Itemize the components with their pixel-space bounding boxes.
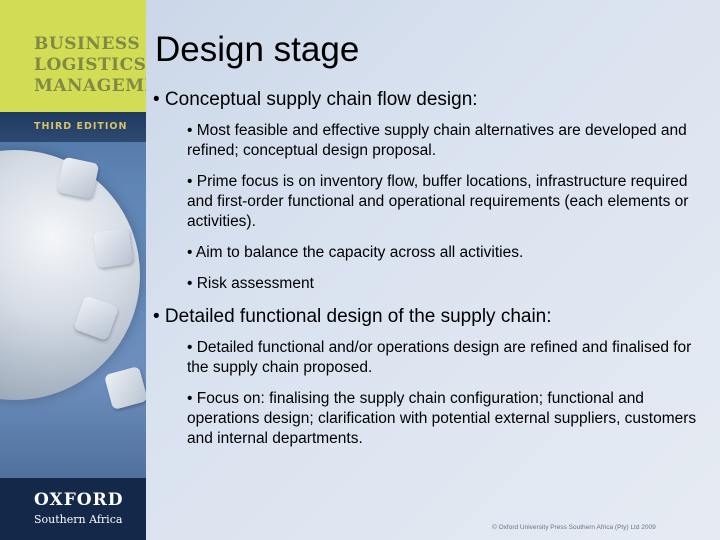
publisher-region: Southern Africa xyxy=(34,513,123,526)
puzzle-piece-image xyxy=(103,365,146,411)
sub-bullet: • Prime focus is on inventory flow, buff… xyxy=(187,173,689,230)
sub-bullet: • Focus on: finalising the supply chain … xyxy=(187,390,697,447)
book-title-line-2: LOGISTICS xyxy=(34,55,146,75)
book-title-line-3: MANAGEMENT xyxy=(34,76,146,96)
book-title-line-1: BUSINESS xyxy=(34,34,141,54)
slide-content: • Conceptual supply chain flow design: •… xyxy=(153,88,713,460)
sub-bullet: • Most feasible and effective supply cha… xyxy=(187,122,687,159)
bullet-conceptual-design: • Conceptual supply chain flow design: xyxy=(153,89,478,110)
puzzle-piece-image xyxy=(92,227,134,269)
sub-bullet: • Detailed functional and/or operations … xyxy=(187,339,692,376)
publisher-logo: OXFORD Southern Africa xyxy=(0,478,146,540)
slide-title: Design stage xyxy=(155,30,360,69)
bullet-detailed-design: • Detailed functional design of the supp… xyxy=(153,306,552,327)
edition-label: THIRD EDITION xyxy=(34,121,128,132)
puzzle-piece-image xyxy=(56,156,100,200)
sub-bullet: • Risk assessment xyxy=(187,275,314,292)
publisher-name: OXFORD xyxy=(34,490,124,510)
copyright-notice: © Oxford University Press Southern Afric… xyxy=(492,524,656,531)
edition-band: THIRD EDITION xyxy=(0,112,146,142)
book-title-block: BUSINESS LOGISTICS MANAGEMENT xyxy=(0,0,146,112)
sub-bullet: • Aim to balance the capacity across all… xyxy=(187,244,524,261)
book-cover-sidebar: BUSINESS LOGISTICS MANAGEMENT THIRD EDIT… xyxy=(0,0,146,540)
